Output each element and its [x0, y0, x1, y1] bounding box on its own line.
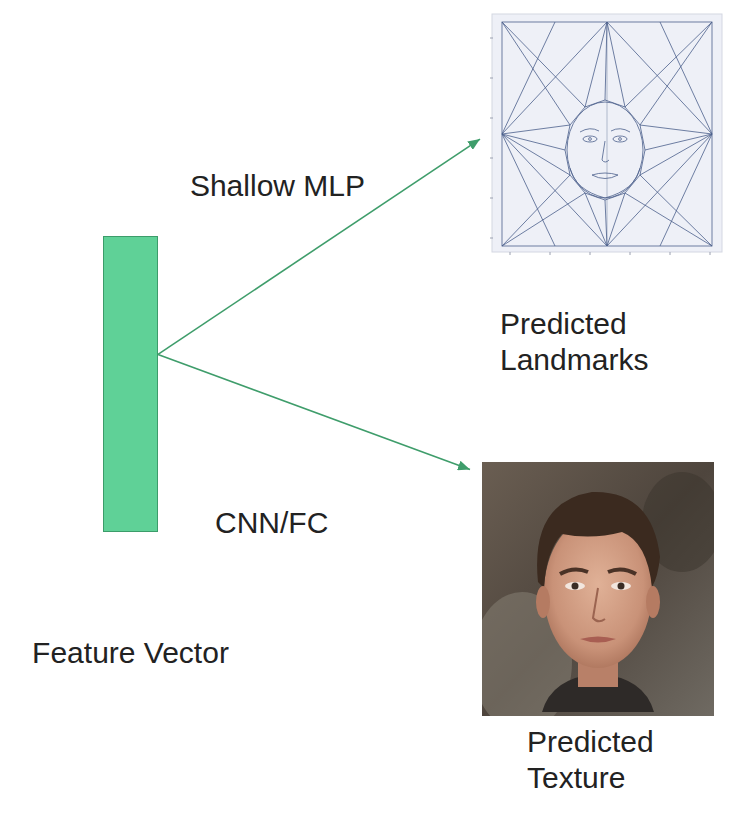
texture-output: Predicted Texture [482, 462, 714, 716]
arrow-connector [158, 354, 470, 469]
landmark-output: Predicted Landmarks [480, 8, 735, 260]
feature-vector-bar: Feature Vector [103, 236, 158, 532]
edge-label: Shallow MLP [187, 168, 368, 204]
face-image [482, 462, 714, 716]
landmark-plot [480, 8, 735, 260]
arrow-connector [158, 139, 480, 354]
node-caption: Predicted Landmarks [500, 306, 700, 378]
node-caption: Predicted Texture [527, 724, 682, 796]
node-caption: Feature Vector [32, 635, 229, 671]
edge-label: CNN/FC [212, 505, 331, 541]
